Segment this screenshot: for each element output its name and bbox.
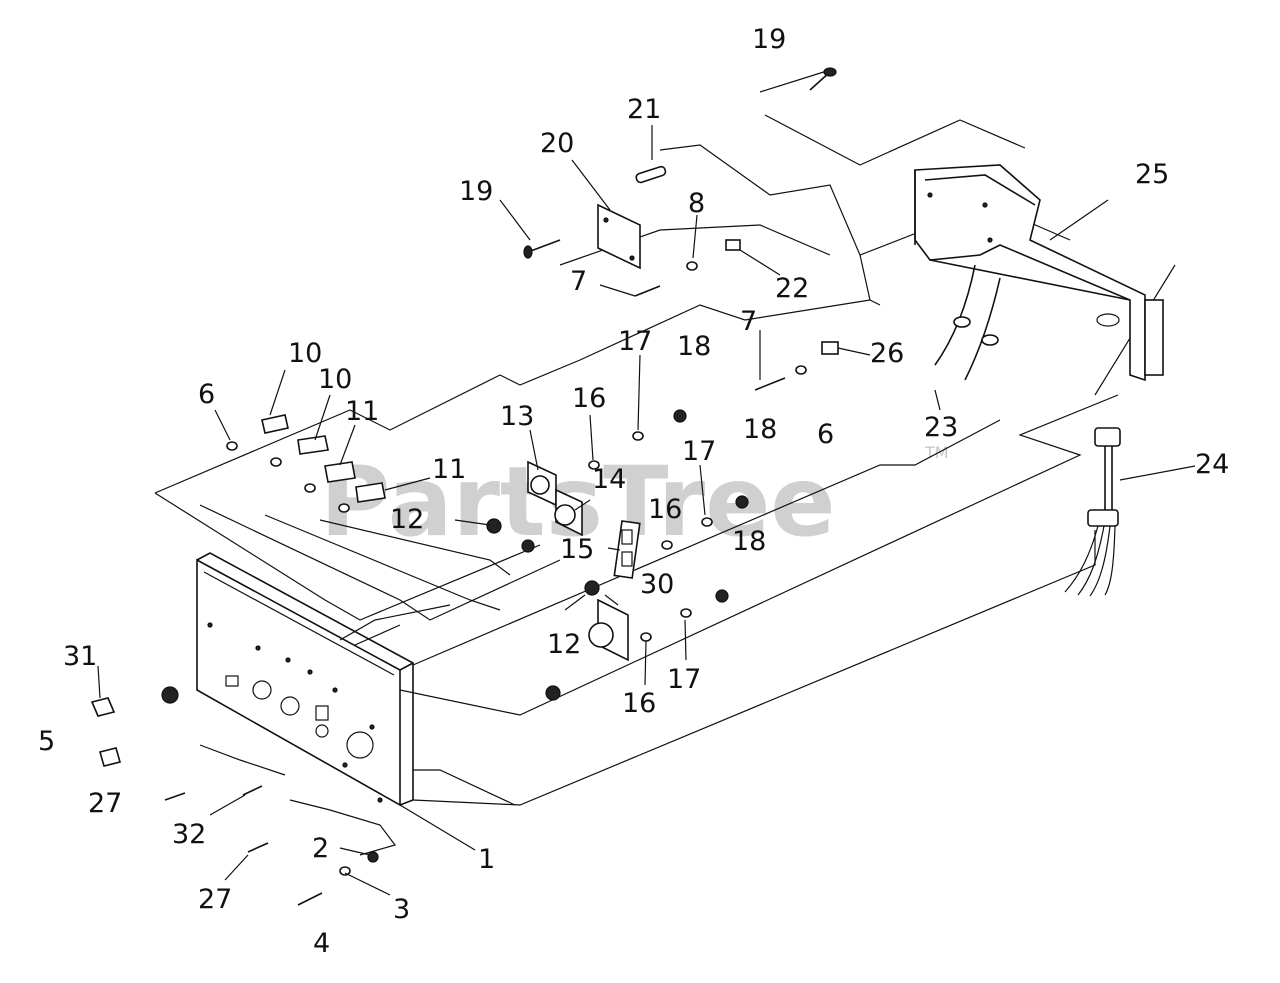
callout-7: 7 [570, 266, 587, 297]
callout-23: 23 [924, 412, 958, 443]
callout-18: 18 [743, 414, 777, 445]
callout-17: 17 [682, 436, 716, 467]
callout-19: 19 [752, 24, 786, 55]
callout-12: 12 [390, 504, 424, 535]
leader-lines [97, 125, 1196, 896]
callout-25: 25 [1135, 159, 1169, 190]
callout-16: 16 [622, 688, 656, 719]
callout-13: 13 [500, 401, 534, 432]
callout-18: 18 [677, 331, 711, 362]
callout-26: 26 [870, 338, 904, 369]
callout-17: 17 [667, 664, 701, 695]
callout-6: 6 [198, 379, 215, 410]
watermark-trademark: TM [924, 443, 949, 462]
callout-11: 11 [345, 396, 379, 427]
callout-27: 27 [88, 788, 122, 819]
callout-1: 1 [478, 844, 495, 875]
callout-3: 3 [393, 894, 410, 925]
callout-10: 10 [288, 338, 322, 369]
callout-32: 32 [172, 819, 206, 850]
callout-11: 11 [432, 454, 466, 485]
callout-15: 15 [560, 534, 594, 565]
callout-7: 7 [740, 306, 757, 337]
callout-22: 22 [775, 273, 809, 304]
callout-30: 30 [640, 569, 674, 600]
callout-20: 20 [540, 128, 574, 159]
hose-assembly [934, 264, 1001, 381]
callout-16: 16 [572, 383, 606, 414]
callout-4: 4 [313, 928, 330, 959]
callout-27: 27 [198, 884, 232, 915]
callout-31: 31 [63, 641, 97, 672]
assembly-guide-lines [154, 69, 1176, 856]
hardware-parts [90, 67, 839, 906]
callout-10: 10 [318, 364, 352, 395]
callout-8: 8 [688, 188, 705, 219]
power-cord [1064, 427, 1121, 597]
callout-16: 16 [648, 494, 682, 525]
callout-24: 24 [1195, 449, 1229, 480]
callout-5: 5 [38, 726, 55, 757]
callout-2: 2 [312, 833, 329, 864]
callout-labels: 19 21 20 19 8 7 22 25 7 26 17 18 18 6 23… [38, 24, 1229, 959]
rear-bracket [914, 164, 1164, 382]
callout-18: 18 [732, 526, 766, 557]
callout-14: 14 [592, 464, 626, 495]
callout-12: 12 [547, 629, 581, 660]
callout-21: 21 [627, 94, 661, 125]
callout-19: 19 [459, 176, 493, 207]
callout-6: 6 [817, 419, 834, 450]
callout-17: 17 [618, 326, 652, 357]
